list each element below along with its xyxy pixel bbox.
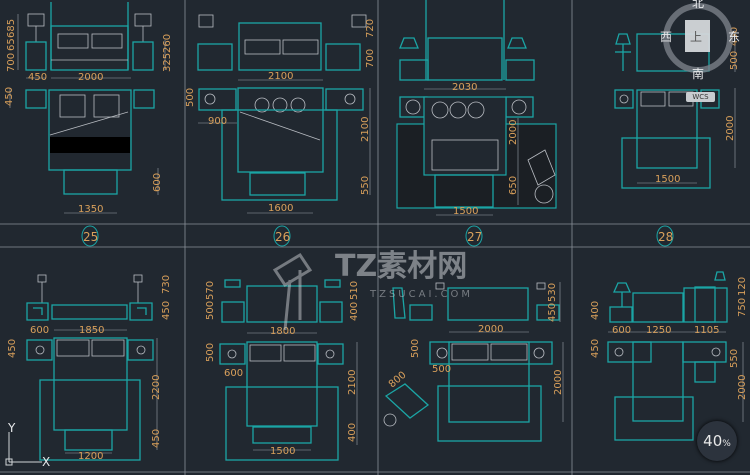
- dim-text: 450: [7, 339, 18, 358]
- ucs-y-label: Y: [7, 421, 16, 435]
- dim-text: 685: [6, 19, 17, 38]
- dim-text: 2100: [268, 71, 293, 82]
- dim-text: 600: [224, 368, 243, 379]
- zoom-value: 40: [703, 432, 723, 450]
- dim-text: 400: [349, 302, 360, 321]
- dim-text: 1850: [79, 325, 104, 336]
- panel-number: 26: [275, 230, 290, 244]
- dim-text: 1500: [655, 174, 680, 185]
- dim-text: 500: [205, 301, 216, 320]
- dim-text: 450: [161, 301, 172, 320]
- dim-text: 500: [432, 364, 451, 375]
- dim-text: 1600: [268, 203, 293, 214]
- dim-text: 500: [410, 339, 421, 358]
- dim-text: 2000: [478, 324, 503, 335]
- dim-text: 120: [737, 277, 748, 296]
- dim-text: 700: [6, 53, 17, 72]
- dim-text: 2000: [78, 72, 103, 83]
- ucs-icon: Y X: [5, 421, 50, 469]
- dim-text: 1250: [646, 325, 671, 336]
- dim-text: 2000: [725, 116, 736, 141]
- dim-text: 450: [729, 27, 740, 46]
- panel-labels: 25 26 27 28: [81, 225, 674, 247]
- dim-text: 650: [508, 176, 519, 195]
- dim-text: 1800: [270, 326, 295, 337]
- dim-text: 450: [4, 87, 15, 106]
- dim-text: 720: [365, 19, 376, 38]
- viewcube[interactable]: 上 北 南 西 东: [660, 0, 740, 81]
- ucs-x-label: X: [42, 455, 50, 469]
- bed-block-29[interactable]: 730 450 600 1850 450 2200 450 1200: [7, 274, 172, 462]
- wcs-menu-button[interactable]: WCS: [686, 92, 715, 102]
- zoom-level-indicator[interactable]: 40%: [697, 421, 737, 461]
- panel-number: 27: [467, 230, 482, 244]
- viewcube-north[interactable]: 北: [692, 0, 704, 10]
- dim-text: 450: [151, 429, 162, 448]
- dim-text: 750: [737, 298, 748, 317]
- watermark-brand: TZ素材网: [335, 249, 467, 284]
- viewcube-west[interactable]: 西: [660, 30, 672, 44]
- dim-text: 2200: [151, 375, 162, 400]
- zoom-unit: %: [722, 439, 731, 449]
- dim-text: 550: [360, 176, 371, 195]
- dim-text: 570: [205, 281, 216, 300]
- watermark-site: TZSUCAI.COM: [369, 289, 473, 300]
- viewcube-face-top[interactable]: 上: [690, 30, 702, 44]
- bed-block-25[interactable]: 700 65 685 325 260 450 2000 450 600 1350: [4, 2, 173, 215]
- bed-block-26[interactable]: 720 700 2100 500 900 2100 550 1600: [185, 14, 376, 214]
- dim-text: 510: [349, 281, 360, 300]
- dim-text: 65: [6, 38, 17, 51]
- dim-text: 450: [28, 72, 47, 83]
- bed-block-30[interactable]: 570 500 510 400 1800 500 600 2100 400 15…: [205, 279, 360, 461]
- dim-text: 500: [185, 88, 196, 107]
- dim-text: 2100: [360, 117, 371, 142]
- dim-text: 900: [208, 116, 227, 127]
- viewcube-east[interactable]: 东: [728, 30, 740, 44]
- dim-text: 800: [387, 370, 409, 391]
- panel-number: 28: [658, 230, 673, 244]
- dim-text: 530: [547, 283, 558, 302]
- dim-text: 1500: [270, 446, 295, 457]
- dim-text: 400: [590, 301, 601, 320]
- dim-text: 500: [729, 51, 740, 70]
- dim-text: 260: [162, 34, 173, 53]
- panel-number: 25: [83, 230, 98, 244]
- dim-text: 600: [30, 325, 49, 336]
- dim-text: 1105: [694, 325, 719, 336]
- bed-block-28[interactable]: 450 500 2000 1500: [614, 27, 740, 189]
- bed-block-31[interactable]: 530 450 2000 500 500 800 2000: [383, 282, 564, 442]
- dim-text: 2100: [347, 370, 358, 395]
- dim-text: 2030: [452, 82, 477, 93]
- dim-text: 1500: [453, 206, 478, 217]
- viewcube-south[interactable]: 南: [692, 66, 704, 81]
- dim-text: 600: [152, 173, 163, 192]
- watermark: TZ素材网 TZSUCAI.COM: [272, 249, 473, 331]
- dim-text: 2000: [737, 375, 748, 400]
- dim-text: 550: [729, 349, 740, 368]
- dim-text: 700: [365, 49, 376, 68]
- dim-text: 450: [590, 339, 601, 358]
- dim-text: 2000: [508, 120, 519, 145]
- dim-text: 1350: [78, 204, 103, 215]
- dim-text: 500: [205, 343, 216, 362]
- dim-text: 2000: [553, 370, 564, 395]
- dim-text: 600: [612, 325, 631, 336]
- bed-block-27[interactable]: 2030 2000 650 1500: [396, 0, 557, 217]
- dim-text: 1200: [78, 451, 103, 462]
- dim-text: 730: [161, 275, 172, 294]
- bed-block-32[interactable]: 400 750 120 600 1250 1105 450 550 2000: [590, 271, 748, 441]
- dim-text: 400: [347, 423, 358, 442]
- dim-text: 325: [162, 53, 173, 72]
- dim-text: 450: [547, 303, 558, 322]
